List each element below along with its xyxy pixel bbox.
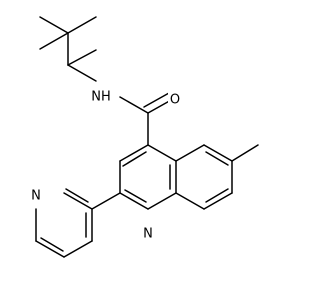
atom-labels: NH O N N bbox=[29, 89, 182, 242]
bond bbox=[91, 192, 121, 210]
bond bbox=[65, 188, 89, 203]
bond-lines bbox=[35, 16, 259, 258]
bond bbox=[67, 49, 97, 66]
bond bbox=[119, 144, 149, 162]
bond bbox=[124, 189, 147, 203]
bond bbox=[143, 92, 170, 108]
bond bbox=[39, 32, 69, 50]
bond bbox=[40, 237, 64, 252]
bond bbox=[63, 240, 93, 258]
bond bbox=[175, 144, 205, 162]
amide-nitrogen-label: NH bbox=[91, 90, 111, 105]
pyridine-nitrogen-label: N bbox=[31, 189, 41, 204]
bond bbox=[147, 144, 177, 162]
bond bbox=[119, 96, 149, 114]
bond bbox=[175, 192, 205, 210]
bond bbox=[147, 192, 177, 210]
chemical-structure-diagram: NH O N N bbox=[29, 16, 259, 258]
bond bbox=[203, 192, 233, 210]
bond bbox=[39, 16, 69, 34]
bond bbox=[63, 192, 93, 210]
bond bbox=[67, 16, 97, 34]
bond bbox=[231, 144, 259, 162]
bond bbox=[35, 240, 65, 258]
bond bbox=[122, 151, 147, 167]
bond bbox=[119, 192, 149, 210]
bond bbox=[205, 151, 229, 166]
bond bbox=[205, 188, 229, 203]
bond bbox=[67, 64, 97, 82]
quinoline-nitrogen-label: N bbox=[143, 227, 153, 242]
bond bbox=[203, 144, 233, 162]
carbonyl-oxygen-label: O bbox=[170, 93, 180, 108]
